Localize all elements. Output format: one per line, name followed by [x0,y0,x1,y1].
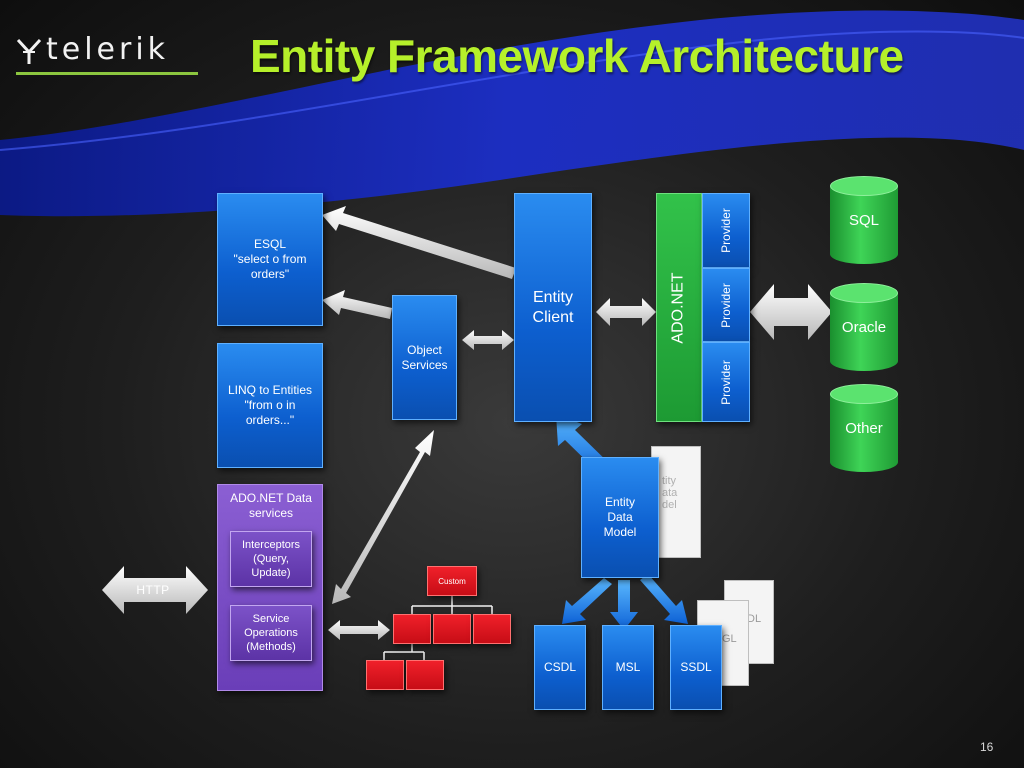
ado-net-box: ADO.NET [656,193,702,422]
interceptors-box: Interceptors (Query, Update) [230,531,312,587]
custom-node: Custom [427,566,477,596]
arrow-edm-to-msl [610,580,638,630]
page-title: Entity Framework Architecture [250,30,904,82]
logo-text: telerik [46,32,170,67]
data-services-title: ADO.NET Data services [230,491,312,520]
custom-child-node [473,614,511,644]
oracle-database-icon: Oracle [830,283,898,371]
header-swoosh-background [0,10,1024,217]
slide-number: 16 [980,740,994,754]
msl-box: MSL [602,625,654,710]
arrow-services-to-esql [322,290,392,319]
entity-data-model-document-shadow: tity ata del [651,446,701,558]
provider-box-2: Provider [702,268,750,342]
telerik-logo: telerik [16,32,198,78]
database-label: Oracle [841,319,887,336]
arrow-edm-to-ssdl [640,574,688,624]
database-label: Other [845,420,883,437]
other-database-icon: Other [830,384,898,472]
custom-grandchild-node [406,660,444,690]
telerik-mark-icon [16,38,42,64]
custom-child-node [433,614,471,644]
entity-data-model-box: Entity Data Model [581,457,659,578]
arrow-operations-custom [328,620,390,640]
service-operations-box: Service Operations (Methods) [230,605,312,661]
arrow-services-client [462,330,514,350]
logo-underline [16,72,198,75]
linq-to-entities-box: LINQ to Entities "from o in orders..." [217,343,323,468]
provider-label: Provider [718,359,733,405]
arrow-adonet-oracle [750,284,832,340]
entity-client-box: Entity Client [514,193,592,422]
object-services-box: Object Services [392,295,457,420]
ado-net-data-services-box: ADO.NET Data services Interceptors (Quer… [217,484,323,691]
http-label: HTTP [136,583,170,597]
ssdl-box: SSDL [670,625,722,710]
ado-net-label: ADO.NET [670,271,687,344]
sql-database-icon: SQL [830,176,898,264]
arrow-client-adonet [596,298,656,326]
csdl-box: CSDL [534,625,586,710]
esql-box: ESQL "select o from orders" [217,193,323,326]
provider-box-1: Provider [702,193,750,268]
database-label: SQL [848,212,879,229]
arrow-edm-to-csdl [562,578,612,624]
custom-grandchild-node [366,660,404,690]
provider-label: Provider [718,208,733,253]
provider-box-3: Provider [702,342,750,422]
provider-label: Provider [718,282,733,328]
custom-child-node [393,614,431,644]
arrow-dataservices-services [332,430,434,604]
